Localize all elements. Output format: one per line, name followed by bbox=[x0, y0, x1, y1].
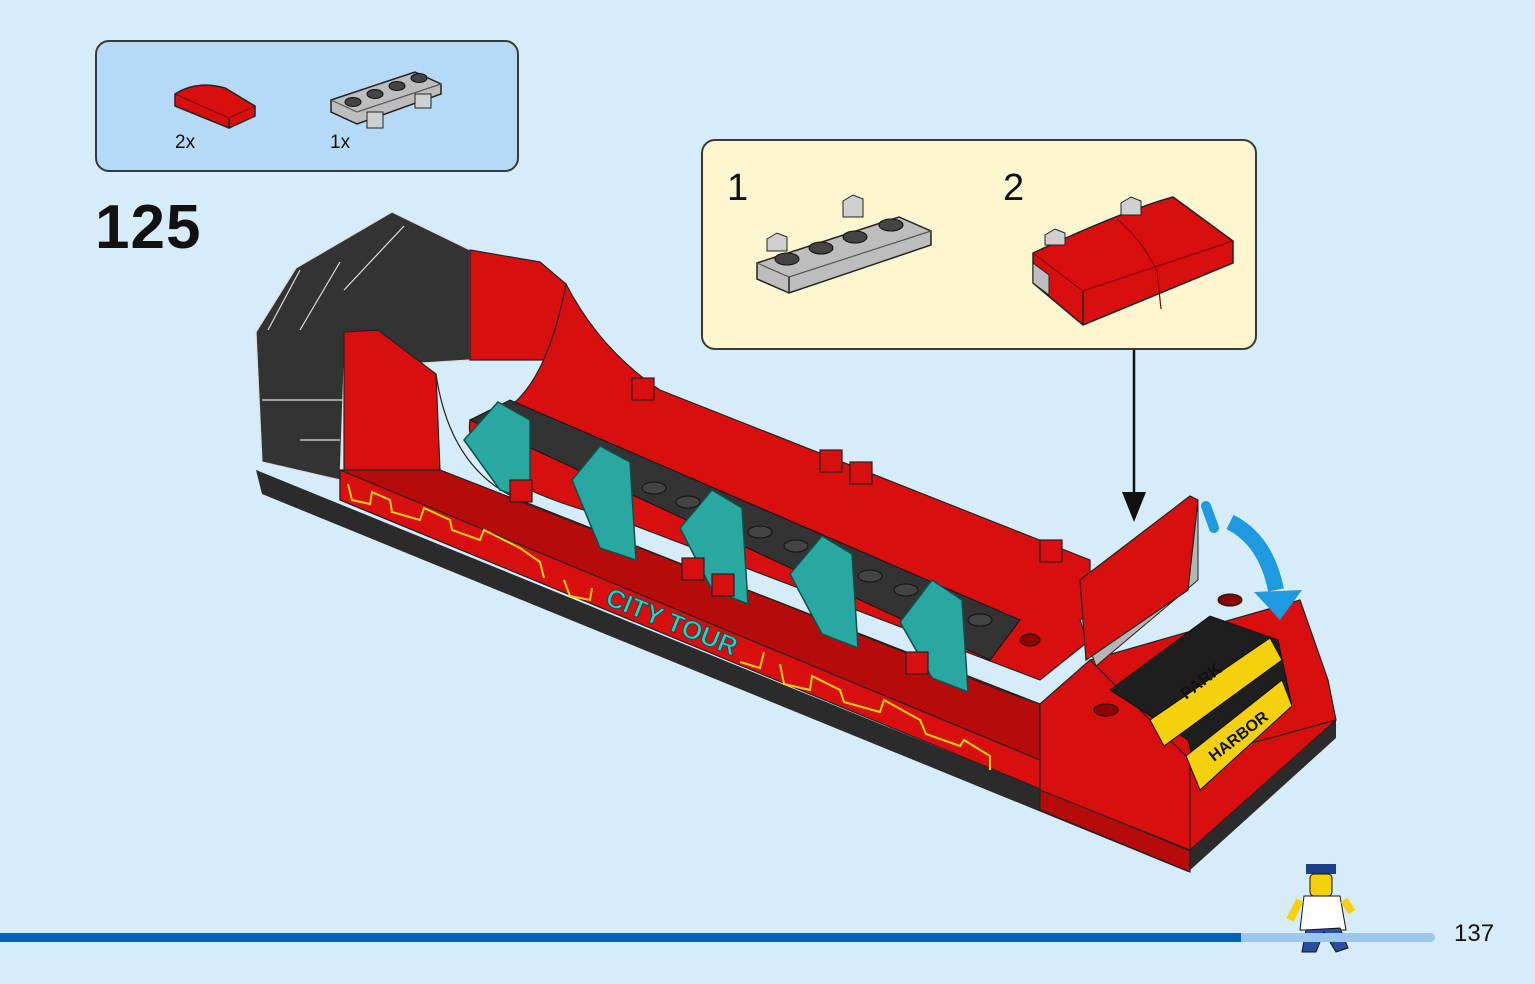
seat-row bbox=[463, 401, 969, 694]
rotate-arrow-icon bbox=[1201, 501, 1302, 620]
progress-bar bbox=[0, 933, 1242, 942]
subassembly-callout: 1 2 bbox=[701, 139, 1257, 350]
floor-studs bbox=[641, 481, 993, 627]
page-number: 137 bbox=[1454, 920, 1495, 947]
parts-callout: 2x 1x bbox=[95, 40, 519, 172]
substep-1-plate-icon bbox=[756, 194, 932, 294]
skyline-print bbox=[347, 483, 991, 770]
substep-1-number: 1 bbox=[727, 167, 749, 209]
placement-arrow-icon bbox=[1122, 350, 1146, 522]
substep-2-number: 2 bbox=[1003, 167, 1025, 209]
subassembly-art bbox=[756, 194, 1234, 326]
parts-callout-art bbox=[174, 71, 442, 129]
quantity-grey-plate: 1x bbox=[330, 132, 351, 153]
step-number: 125 bbox=[95, 193, 202, 262]
red-curved-slope-icon bbox=[174, 84, 256, 129]
grey-plate-with-clips-icon bbox=[330, 71, 442, 129]
destination-top-text: PARK bbox=[1177, 659, 1226, 703]
quantity-red-slope: 2x bbox=[175, 132, 196, 153]
destination-bottom-text: HARBOR bbox=[1206, 708, 1272, 765]
substep-2-slopes-icon bbox=[1032, 196, 1234, 326]
side-print-text: CITY TOUR bbox=[602, 582, 742, 662]
